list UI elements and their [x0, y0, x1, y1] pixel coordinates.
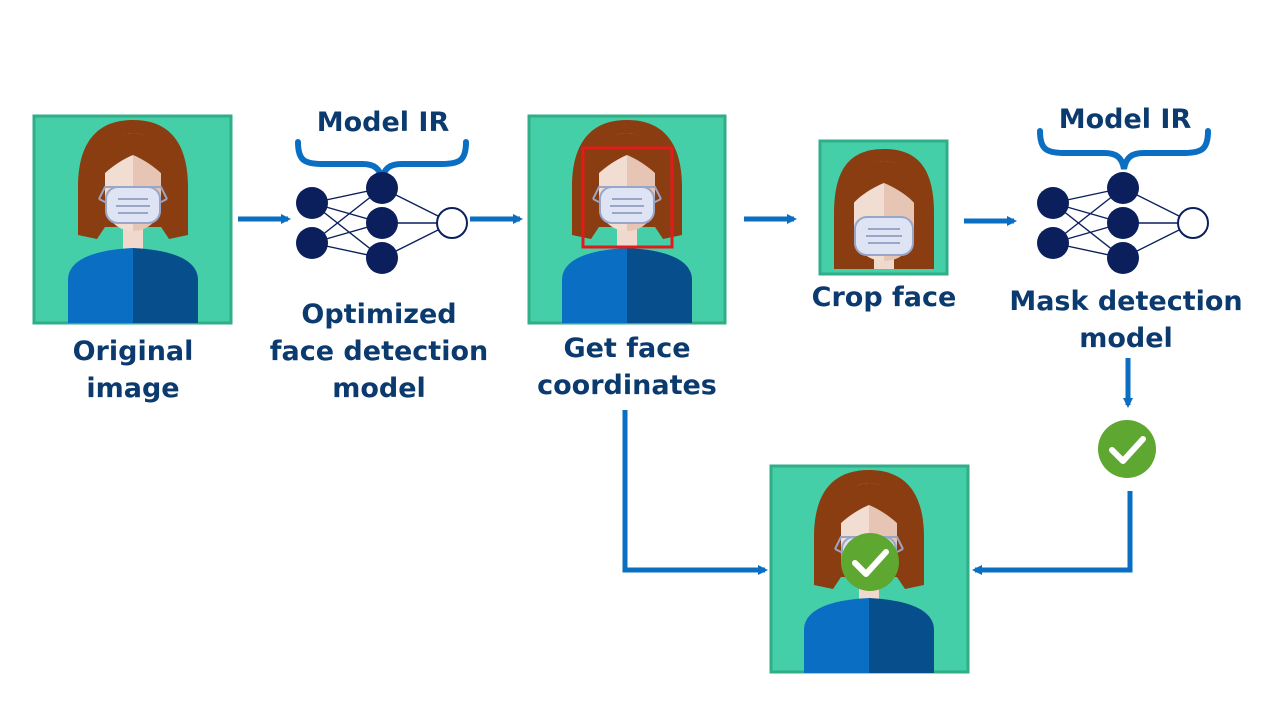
mask-detection-network-icon — [1036, 131, 1208, 275]
checkmark-icon — [841, 533, 899, 591]
mask-detection-model-label-line: model — [1079, 323, 1173, 354]
crop-face-panel — [818, 139, 949, 276]
face-coordinates-panel — [527, 114, 727, 325]
mask-detection-model-label-line: Mask detection — [1009, 286, 1243, 317]
bounding-box-icon — [581, 146, 674, 249]
checkmark-icon — [1098, 420, 1156, 478]
crop-face-label-line: Crop face — [811, 282, 957, 313]
get-face-coordinates-label-line: Get face — [563, 333, 691, 364]
model-ir-label-1: Model IR — [316, 107, 450, 138]
model-ir-label-2: Model IR — [1058, 104, 1192, 135]
face-detection-network-icon — [295, 142, 467, 275]
face-detection-model-label-line: model — [332, 373, 426, 404]
crop-face-label: Crop face — [800, 279, 968, 316]
arrow-icon — [622, 410, 768, 575]
person-icon — [67, 119, 199, 324]
face-detection-model-label-line: Optimized — [301, 299, 457, 330]
original-image-label-line: image — [86, 373, 180, 404]
face-detection-model-label: Optimized face detection model — [262, 296, 496, 407]
mask-detection-model-label: Mask detection model — [1006, 283, 1246, 357]
original-image-panel — [32, 114, 233, 325]
result-panel — [769, 464, 970, 674]
face-detection-model-label-line: face detection — [269, 336, 489, 367]
arrow-icon — [972, 491, 1133, 575]
get-face-coordinates-label-line: coordinates — [537, 370, 717, 401]
original-image-label-line: Original — [72, 336, 194, 367]
original-image-label: Original image — [40, 333, 226, 407]
get-face-coordinates-label: Get face coordinates — [522, 330, 732, 404]
